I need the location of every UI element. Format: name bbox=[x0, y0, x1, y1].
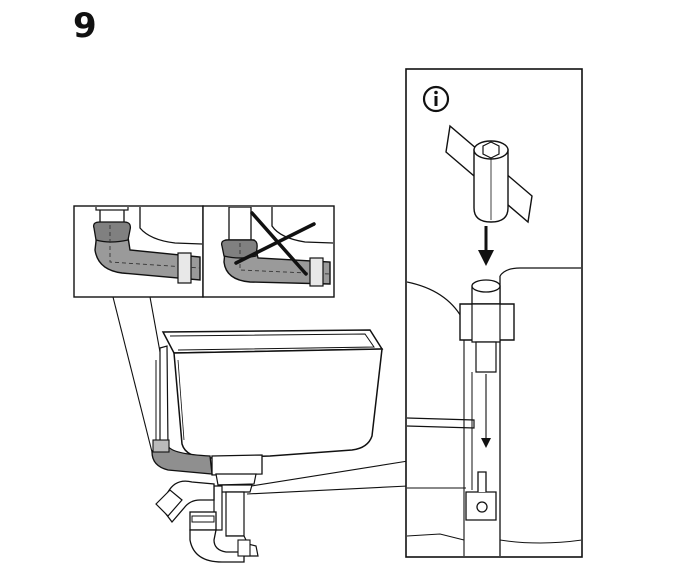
info-icon bbox=[422, 85, 450, 113]
leader-lines bbox=[112, 296, 409, 495]
key-tool-icon bbox=[445, 124, 533, 224]
cross-mark-icon bbox=[234, 211, 316, 276]
detail-panel-correct bbox=[73, 205, 204, 298]
drain-trap bbox=[155, 480, 259, 563]
valve-stem bbox=[459, 279, 515, 490]
arrow-down-icon bbox=[478, 226, 494, 266]
overflow-pipe bbox=[151, 439, 213, 475]
info-panel bbox=[405, 68, 583, 558]
detail-panel-incorrect bbox=[202, 205, 335, 298]
sink-basin bbox=[155, 329, 384, 493]
step-number: 9 bbox=[73, 6, 97, 46]
